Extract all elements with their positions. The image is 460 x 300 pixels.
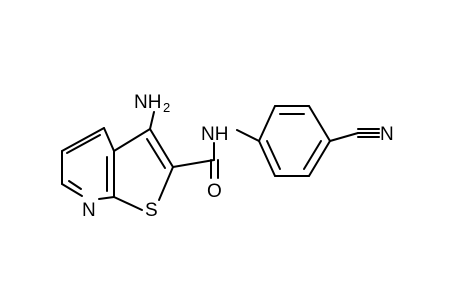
phenyl-ring	[258, 105, 331, 177]
nitrile-group	[329, 128, 380, 142]
bond-c2-s	[158, 166, 174, 201]
bond-nh-aryl	[236, 129, 260, 142]
thiophene-ring	[113, 128, 174, 211]
bond-p4-p5-inner	[303, 140, 322, 170]
bond-p4-p5	[308, 140, 331, 177]
bond-n7-c7a	[98, 196, 115, 200]
bond-c3-c2-double	[149, 128, 174, 168]
carboxamide-group	[172, 129, 260, 179]
bond-c4-c5-double	[61, 127, 105, 152]
bond-c6-n7-double	[61, 183, 83, 197]
thiophene-s-label: S	[145, 200, 158, 221]
bond-c3a-c3	[113, 128, 151, 152]
bond-c6-n7-inner	[68, 180, 82, 190]
pyridine-n-label: N	[82, 200, 96, 221]
bond-s-c7a	[113, 196, 143, 211]
amino-subscript-label: 2	[163, 100, 170, 115]
bond-p4-cn	[329, 132, 359, 142]
amino-n-label: NH	[134, 92, 161, 113]
bond-p1-p2	[258, 105, 276, 142]
bond-c2-carbonyl	[172, 159, 215, 168]
carbonyl-o-label: O	[207, 181, 222, 202]
bond-p3-p4	[308, 105, 331, 142]
bond-c3-nh2	[149, 111, 155, 130]
bond-c4-c5-inner	[66, 134, 101, 154]
nitrile-n-label: N	[380, 124, 394, 145]
bond-p6-p1-inner	[266, 140, 281, 170]
bond-c3a-c4	[103, 127, 115, 152]
bond-c3-c2-inner	[146, 138, 166, 169]
amide-nh-label: NH	[201, 124, 228, 145]
atom-label-amino: NH 2	[134, 92, 170, 115]
pyridine-ring	[61, 127, 115, 200]
bond-p6-p1	[258, 140, 276, 177]
